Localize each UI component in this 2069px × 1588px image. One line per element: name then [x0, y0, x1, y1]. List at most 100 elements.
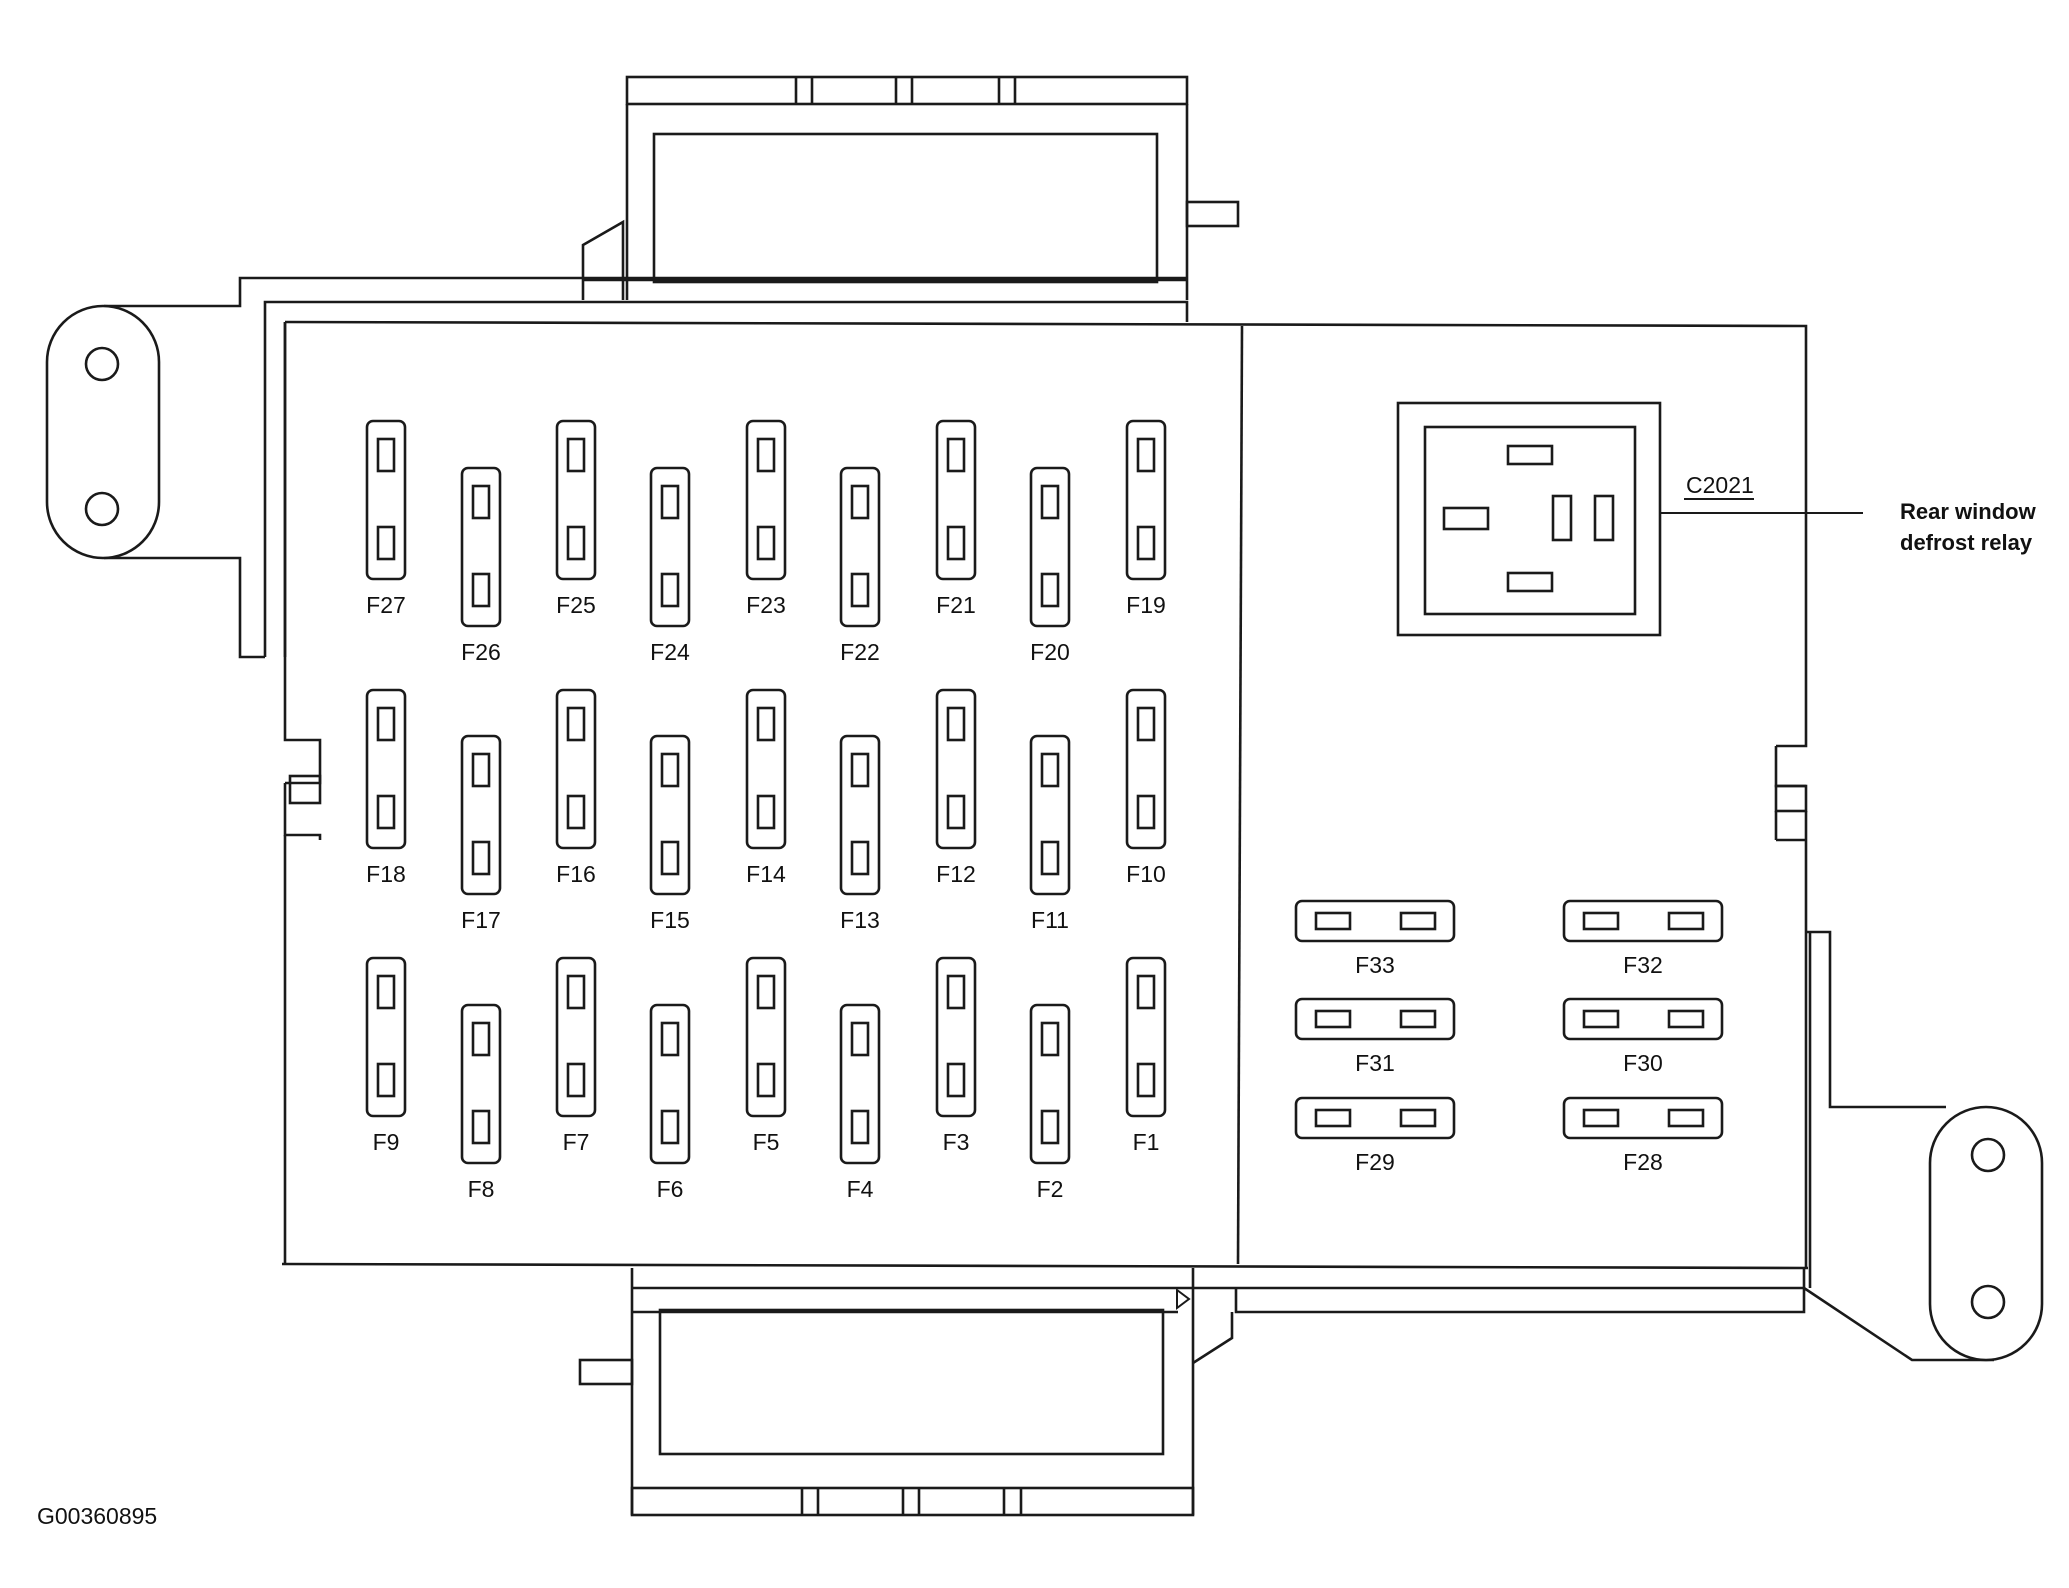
fuse-terminal: [660, 1021, 680, 1057]
fuse-terminal: [660, 840, 680, 876]
fuse-terminal: [471, 1109, 491, 1145]
fuse-label: F21: [936, 592, 976, 618]
fuse-terminal: [376, 794, 396, 830]
relay-callout-line-2: defrost relay: [1900, 530, 2033, 555]
fuse-body: [1029, 734, 1071, 896]
fuse-14: F14: [745, 688, 787, 887]
fuse-label: F32: [1623, 952, 1663, 978]
fuse-label: F4: [847, 1176, 874, 1202]
fuse-body: [649, 734, 691, 896]
fuse-label: F25: [556, 592, 596, 618]
fuse-terminal: [1040, 1021, 1060, 1057]
bottom-connector-housing: [578, 1268, 1236, 1517]
fuse-17: F17: [460, 734, 502, 933]
fuse-terminal: [566, 437, 586, 473]
fuse-terminal: [1399, 911, 1437, 931]
fuse-terminal: [660, 572, 680, 608]
fuse-terminal: [1314, 911, 1352, 931]
fuse-22: F22: [839, 466, 881, 665]
fuse-terminal: [756, 1062, 776, 1098]
fuse-terminal: [946, 1062, 966, 1098]
fuse-terminal: [660, 484, 680, 520]
fuse-terminal: [946, 525, 966, 561]
fuse-terminal: [850, 840, 870, 876]
fuse-terminal: [946, 794, 966, 830]
fuse-terminal: [946, 437, 966, 473]
fuse-terminal: [1399, 1108, 1437, 1128]
fuse-label: F8: [468, 1176, 495, 1202]
fuse-terminal: [376, 1062, 396, 1098]
fuse-label: F5: [753, 1129, 780, 1155]
fuse-body: [1562, 997, 1724, 1041]
fuse-f30: F30: [1562, 997, 1724, 1076]
fuse-terminal: [1136, 706, 1156, 742]
fuse-12: F12: [935, 688, 977, 887]
fuse-label: F24: [650, 639, 690, 665]
fuse-label: F11: [1031, 907, 1069, 933]
fuse-16: F16: [555, 688, 597, 887]
fuse-terminal: [850, 1021, 870, 1057]
fuse-label: F6: [657, 1176, 684, 1202]
fuse-body: [839, 1003, 881, 1165]
fuse-2: F2: [1029, 1003, 1071, 1202]
fuse-terminal: [1136, 974, 1156, 1010]
fuse-label: F14: [746, 861, 786, 887]
fuse-f28: F28: [1562, 1096, 1724, 1175]
fuse-10: F10: [1125, 688, 1167, 887]
fuse-body: [365, 419, 407, 581]
fuse-23: F23: [745, 419, 787, 618]
fuse-label: F17: [461, 907, 501, 933]
fuse-label: F23: [746, 592, 786, 618]
fuse-terminal: [1667, 1108, 1705, 1128]
fuse-terminal: [660, 752, 680, 788]
relay-callout-line-1: Rear window: [1900, 499, 2037, 524]
fuse-body: [1562, 1096, 1724, 1140]
fuse-body: [935, 956, 977, 1118]
fuse-body: [1125, 419, 1167, 581]
fuse-5: F5: [745, 956, 787, 1155]
fuse-terminal: [850, 1109, 870, 1145]
fuse-body: [1562, 899, 1724, 943]
fuse-label: F16: [556, 861, 596, 887]
fuse-terminal: [566, 794, 586, 830]
fuse-terminal: [850, 484, 870, 520]
fuse-terminal: [946, 974, 966, 1010]
fuse-body: [365, 688, 407, 850]
fuse-f33: F33: [1294, 899, 1456, 978]
fuse-1: F1: [1125, 956, 1167, 1155]
fuse-label: F31: [1355, 1050, 1395, 1076]
fuse-body: [555, 419, 597, 581]
fuse-terminal: [946, 706, 966, 742]
fuse-label: F2: [1037, 1176, 1064, 1202]
fuse-terminal: [1040, 1109, 1060, 1145]
fuse-terminal: [471, 484, 491, 520]
fuse-body: [1125, 956, 1167, 1118]
fuse-array: F27F26F25F24F23F22F21F20F19F18F17F16F15F…: [365, 419, 1724, 1202]
fuse-terminal: [566, 706, 586, 742]
relay-socket-c2021: C2021 Rear window defrost relay: [1396, 401, 2037, 637]
fuse-terminal: [850, 572, 870, 608]
fuse-terminal: [566, 525, 586, 561]
fuse-13: F13: [839, 734, 881, 933]
fuse-terminal: [850, 752, 870, 788]
fuse-20: F20: [1029, 466, 1071, 665]
fuse-terminal: [1314, 1009, 1352, 1029]
fuse-label: F3: [943, 1129, 970, 1155]
fuse-24: F24: [649, 466, 691, 665]
fuse-terminal: [1667, 911, 1705, 931]
fuse-terminal: [471, 840, 491, 876]
fuse-19: F19: [1125, 419, 1167, 618]
fuse-label: F26: [461, 639, 501, 665]
figure-id-label: G00360895: [37, 1503, 157, 1529]
fuse-terminal: [756, 437, 776, 473]
fuse-11: F11: [1029, 734, 1071, 933]
fuse-label: F20: [1030, 639, 1070, 665]
right-mounting-bracket: [1234, 930, 2044, 1362]
fuse-f29: F29: [1294, 1096, 1456, 1175]
fuse-f32: F32: [1562, 899, 1724, 978]
fuse-terminal: [1582, 1009, 1620, 1029]
fuse-terminal: [1399, 1009, 1437, 1029]
fuse-terminal: [1136, 525, 1156, 561]
fuse-25: F25: [555, 419, 597, 618]
fuse-label: F18: [366, 861, 406, 887]
